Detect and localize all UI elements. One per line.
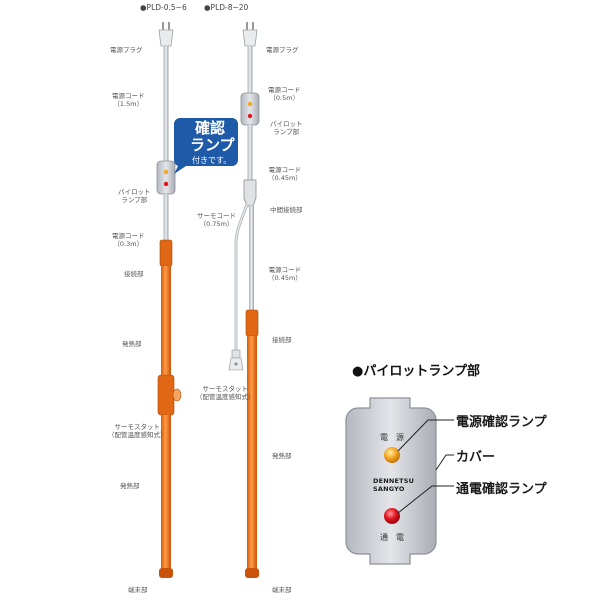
right-power-cord-2-label: 電源コード （0.45m） bbox=[268, 166, 302, 182]
left-end-cap bbox=[159, 568, 173, 578]
cover-label: カバー bbox=[456, 450, 496, 465]
detail-panel bbox=[345, 397, 437, 565]
leader-current-lamp bbox=[397, 485, 454, 514]
leader-power-lamp bbox=[397, 419, 454, 452]
right-end-cap bbox=[245, 568, 259, 578]
callout-bubble bbox=[173, 118, 238, 174]
right-thermostat-label: サーモスタット （配管温度感知式） bbox=[196, 385, 255, 401]
right-power-plug bbox=[242, 22, 258, 47]
power-lamp bbox=[384, 447, 400, 463]
panel-bottom-text: 通 電 bbox=[380, 533, 404, 542]
brand-logo-line2: SANGYO bbox=[373, 485, 405, 493]
left-heating-2-label: 発熱部 bbox=[120, 482, 140, 490]
right-thermo-cord bbox=[234, 203, 249, 350]
left-end-label: 端末部 bbox=[128, 586, 148, 594]
detail-title: ●パイロットランプ部 bbox=[352, 364, 480, 379]
right-middle-connection-label: 中間接続部 bbox=[270, 206, 303, 214]
left-connection bbox=[159, 239, 173, 267]
callout-subtitle: 付きです。 bbox=[192, 156, 232, 165]
brand-logo-line1: DENNETSU bbox=[373, 477, 415, 485]
left-power-cord bbox=[163, 46, 169, 162]
left-unit bbox=[156, 22, 182, 578]
left-heater-2 bbox=[161, 415, 171, 570]
right-power-cord-label: 電源コード （0.5m） bbox=[268, 86, 301, 102]
right-model-label: ●PLD-8~20 bbox=[204, 3, 249, 12]
right-middle-connection bbox=[243, 179, 257, 207]
left-power-cord-2-label: 電源コード （0.3m） bbox=[112, 232, 145, 248]
power-lamp-label: 電源確認ランプ bbox=[456, 415, 547, 430]
right-pilot-lamp-label: パイロット ランプ部 bbox=[270, 120, 303, 136]
left-thermostat-label: サーモスタット （配管温度感知式） bbox=[108, 423, 167, 439]
current-lamp bbox=[384, 508, 400, 524]
left-power-plug bbox=[158, 22, 174, 47]
left-thermostat bbox=[157, 374, 182, 416]
left-heating-1-label: 発熱部 bbox=[122, 340, 142, 348]
right-connection-label: 接続部 bbox=[272, 336, 292, 344]
left-pilot-lamp-label: パイロット ランプ部 bbox=[118, 188, 151, 204]
left-pilot-lamp-box bbox=[156, 160, 176, 195]
left-connection-label: 接続部 bbox=[124, 270, 144, 278]
left-model-label: ●PLD-0.5~6 bbox=[140, 3, 187, 12]
current-lamp-label: 通電確認ランプ bbox=[456, 482, 547, 497]
right-pilot-lamp-box bbox=[240, 92, 260, 126]
callout-title: 確認 ランプ bbox=[190, 119, 235, 154]
right-thermo-cord-label: サーモコード （0.75m） bbox=[197, 212, 236, 228]
right-connection bbox=[245, 309, 259, 337]
left-power-cord-label: 電源コード （1.5m） bbox=[112, 92, 145, 108]
right-power-cord-3 bbox=[249, 206, 254, 310]
panel-top-text: 電 源 bbox=[380, 433, 404, 442]
left-plug-label: 電源プラグ bbox=[110, 46, 143, 54]
left-power-cord-2 bbox=[163, 194, 169, 240]
right-unit bbox=[228, 22, 260, 578]
right-power-cord-3-label: 電源コード （0.45m） bbox=[268, 266, 302, 282]
right-power-cord bbox=[247, 46, 253, 94]
right-plug-label: 電源プラグ bbox=[266, 46, 299, 54]
left-heater-1 bbox=[161, 266, 171, 376]
leader-cover bbox=[435, 454, 454, 471]
right-end-label: 端末部 bbox=[272, 586, 292, 594]
right-thermostat-sensor bbox=[228, 349, 244, 371]
right-heating-label: 発熱部 bbox=[272, 452, 292, 460]
right-power-cord-2 bbox=[247, 125, 253, 180]
right-heater bbox=[247, 336, 257, 570]
